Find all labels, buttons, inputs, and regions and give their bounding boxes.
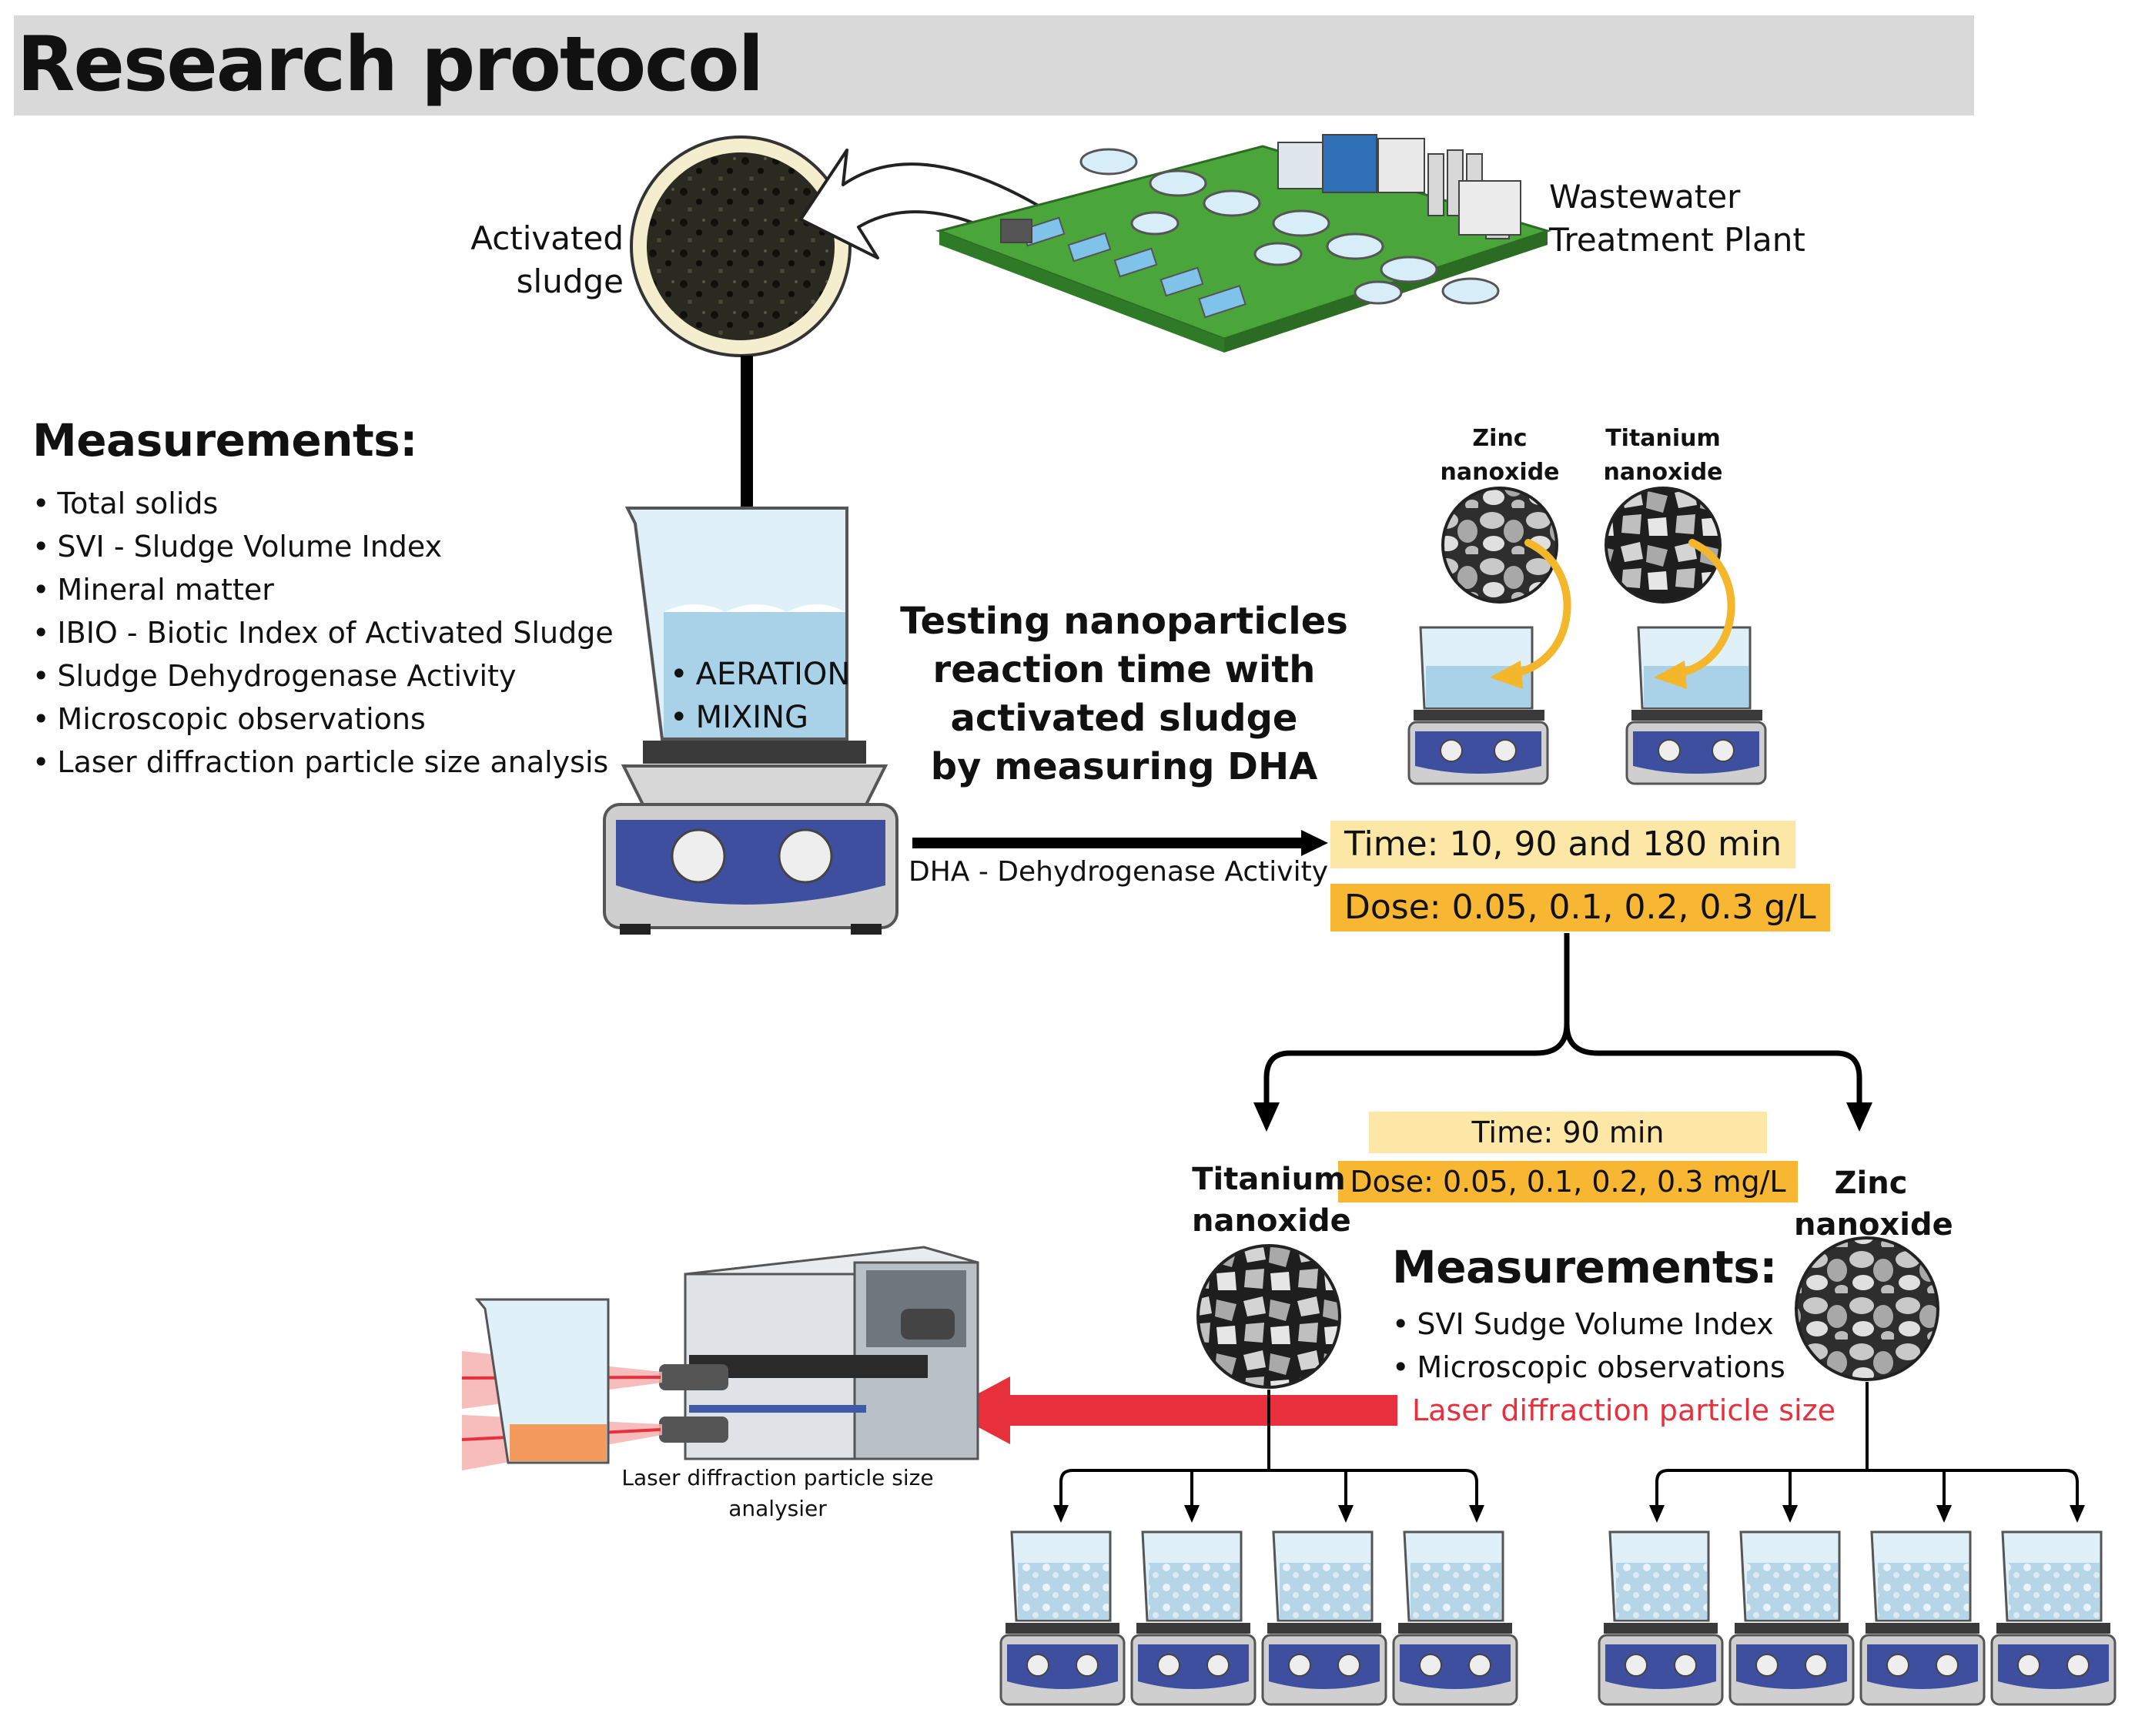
label-line: nanoxide [1794,1207,1953,1243]
split-arrow [1263,933,1862,1109]
dose-stirrer-icon [1728,1530,1855,1706]
label-line: nanoxide [1192,1203,1351,1239]
wwtp-label: Wastewater Treatment Plant [1549,176,1857,262]
label-line: sludge [516,263,624,300]
branch-lines-zinc [1655,1382,2079,1509]
beaker-process-list: AERATION MIXING [670,653,851,739]
measurement-item: SVI - Sludge Volume Index [32,525,614,568]
treatment-plant-icon [935,134,1551,353]
measurements-panel-2: Measurements: SVI Sudge Volume Index Mic… [1392,1241,1835,1432]
label-line: Treatment Plant [1549,221,1805,259]
laser-highlight: Laser diffraction particle size [1412,1393,1835,1427]
description-line: by measuring DHA [930,745,1318,788]
label-line: Activated [470,219,624,257]
measurement-item: Microscopic observations [1392,1346,1835,1389]
process-item: AERATION [670,653,851,696]
titanium-top-label: Titanium nanoxide [1594,422,1732,490]
branch-lines-titanium [1059,1390,1478,1509]
titanium-small-stirrer-icon [1625,626,1767,785]
measurements-panel: Measurements: Total solids SVI - Sludge … [32,414,614,784]
measurements-heading-2: Measurements: [1392,1241,1777,1293]
zinc-small-stirrer-icon [1407,626,1549,785]
time-box-2: Time: 90 min [1369,1112,1767,1153]
measurement-item: Sludge Dehydrogenase Activity [32,654,614,697]
measurement-item: Microscopic observations [32,697,614,741]
dose-stirrer-icon [1392,1530,1518,1706]
dha-label: DHA - Dehydrogenase Activity [909,856,1329,888]
titanium-particle-icon [1605,487,1722,604]
titanium-bottom-label: Titanium nanoxide [1192,1159,1351,1242]
page-title: Research protocol [17,21,764,109]
dose-box-2: Dose: 0.05, 0.1, 0.2, 0.3 mg/L [1338,1161,1798,1202]
dose-stirrer-icon [999,1530,1126,1706]
zinc-top-label: Zinc nanoxide [1438,422,1561,490]
label-line: nanoxide [1440,459,1560,486]
label-line: Titanium [1605,425,1721,452]
measurement-item: SVI Sudge Volume Index [1392,1303,1835,1346]
titanium-curve-arrow-icon [1673,539,1735,677]
zinc-particle-icon [1441,487,1558,604]
dose-box: Dose: 0.05, 0.1, 0.2, 0.3 g/L [1330,884,1830,932]
measurement-item: IBIO - Biotic Index of Activated Sludge [32,611,613,654]
activated-sludge-label: Activated sludge [431,217,624,303]
label-line: Zinc [1834,1166,1908,1201]
analyser-label: Laser diffraction particle size analysie… [585,1463,970,1524]
dose-stirrer-icon [1990,1530,2117,1706]
label-line: Wastewater [1549,178,1741,216]
titanium-bottom-particle-icon [1196,1244,1341,1389]
dose-stirrer-icon [1598,1530,1724,1706]
measurements-heading: Measurements: [32,414,417,467]
measurement-item: Mineral matter [32,568,614,611]
label-line: Zinc [1472,425,1528,452]
process-item: MIXING [670,696,850,739]
sludge-dish-icon [630,135,852,357]
description-line: reaction time with [932,648,1316,691]
label-line: nanoxide [1603,459,1723,486]
label-line: analysier [728,1496,827,1521]
zinc-bottom-label: Zinc nanoxide [1794,1162,1953,1246]
description-line: activated sludge [950,697,1298,740]
testing-description: Testing nanoparticles reaction time with… [893,597,1355,791]
curved-arrow-icon [799,149,1056,259]
measurement-item: Laser diffraction particle size analysis [32,741,614,784]
dose-stirrer-icon [1261,1530,1387,1706]
dose-stirrer-icon [1130,1530,1257,1706]
laser-analyser-icon [461,1246,979,1470]
title-bar [14,15,1974,115]
dose-stirrer-icon [1859,1530,1986,1706]
description-line: Testing nanoparticles [900,600,1348,643]
time-box: Time: 10, 90 and 180 min [1330,821,1796,868]
label-line: Laser diffraction particle size [621,1465,934,1490]
label-line: Titanium [1192,1162,1346,1197]
zinc-curve-arrow-icon [1509,539,1571,677]
measurement-item: Total solids [32,482,614,525]
